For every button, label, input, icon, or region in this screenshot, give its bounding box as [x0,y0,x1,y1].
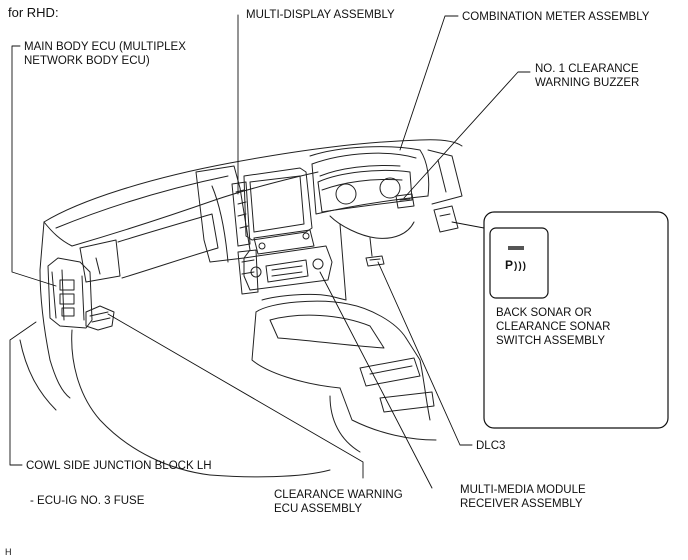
label-buzzer-2: WARNING BUZZER [535,77,640,89]
label-cowl-side: COWL SIDE JUNCTION BLOCK LH [26,460,212,472]
corner-mark: H [5,547,12,557]
leader-lines [9,14,531,489]
label-main-body-ecu-2: NETWORK BODY ECU) [24,55,150,67]
sonar-waves-icon: ))) [514,261,528,272]
floor-console [209,293,437,478]
label-ecu-ig-fuse: - ECU-IG NO. 3 FUSE [30,495,145,507]
label-multi-display: MULTI-DISPLAY ASSEMBLY [246,9,395,21]
center-stack [195,165,333,295]
label-switch-1: BACK SONAR OR [496,307,592,319]
kick-panel [19,257,211,476]
label-clearance-ecu-2: ECU ASSEMBLY [274,503,362,515]
label-dlc3: DLC3 [476,440,506,452]
page-title: for RHD: [8,5,59,20]
label-combination-meter: COMBINATION METER ASSEMBLY [462,11,650,23]
dashboard-outline [39,139,463,399]
inset-box [483,211,669,429]
label-multimedia-2: RECEIVER ASSEMBLY [460,498,583,510]
label-main-body-ecu-1: MAIN BODY ECU (MULTIPLEX [24,41,186,53]
sonar-switch-p: P [505,258,515,272]
label-clearance-ecu-1: CLEARANCE WARNING [274,489,403,501]
label-switch-2: CLEARANCE SONAR [496,321,611,333]
sonar-switch-icon: P))) [505,258,527,272]
label-multimedia-1: MULTI-MEDIA MODULE [460,484,586,496]
label-switch-3: SWITCH ASSEMBLY [496,335,606,347]
label-buzzer-1: NO. 1 CLEARANCE [535,63,639,75]
meter-hood [309,146,463,301]
